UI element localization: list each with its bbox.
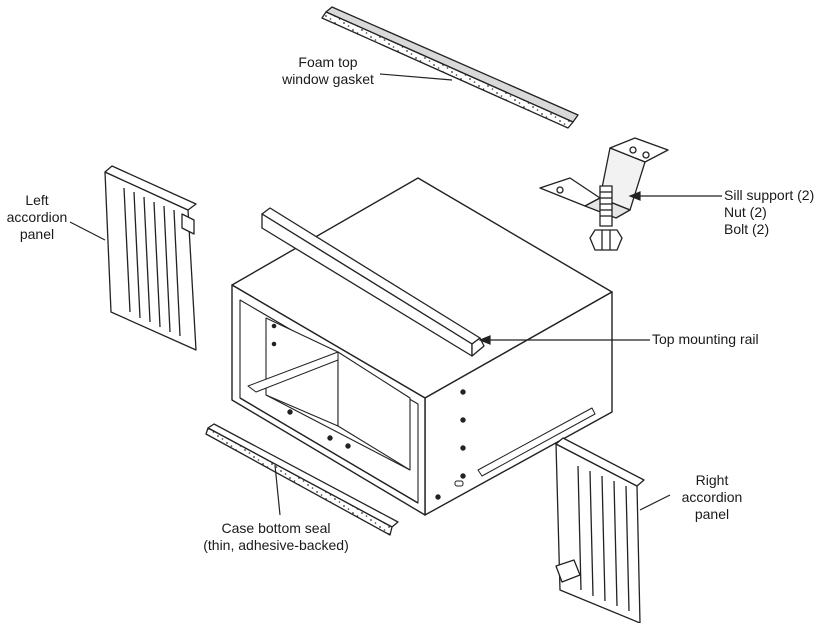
- right-panel-label: Right accordion panel: [681, 472, 743, 522]
- bottom-seal-label: Case bottom seal (thin, adhesive-backed): [203, 520, 349, 553]
- sill-support-label: Sill support (2) Nut (2) Bolt (2): [724, 187, 815, 237]
- nut: [590, 230, 622, 250]
- foam-gasket-label: Foam top window gasket: [282, 54, 374, 87]
- right-accordion-panel: [556, 438, 644, 623]
- bolt: [600, 186, 612, 226]
- top-mounting-rail: [262, 208, 484, 356]
- cabinet-case: [232, 178, 612, 515]
- foam-top-window-gasket: [322, 7, 578, 128]
- case-bottom-seal: [206, 424, 398, 535]
- left-panel-label: Left accordion panel: [6, 192, 68, 242]
- leader-lines: [70, 74, 722, 515]
- left-accordion-panel: [105, 166, 196, 350]
- top-rail-label: Top mounting rail: [652, 331, 759, 347]
